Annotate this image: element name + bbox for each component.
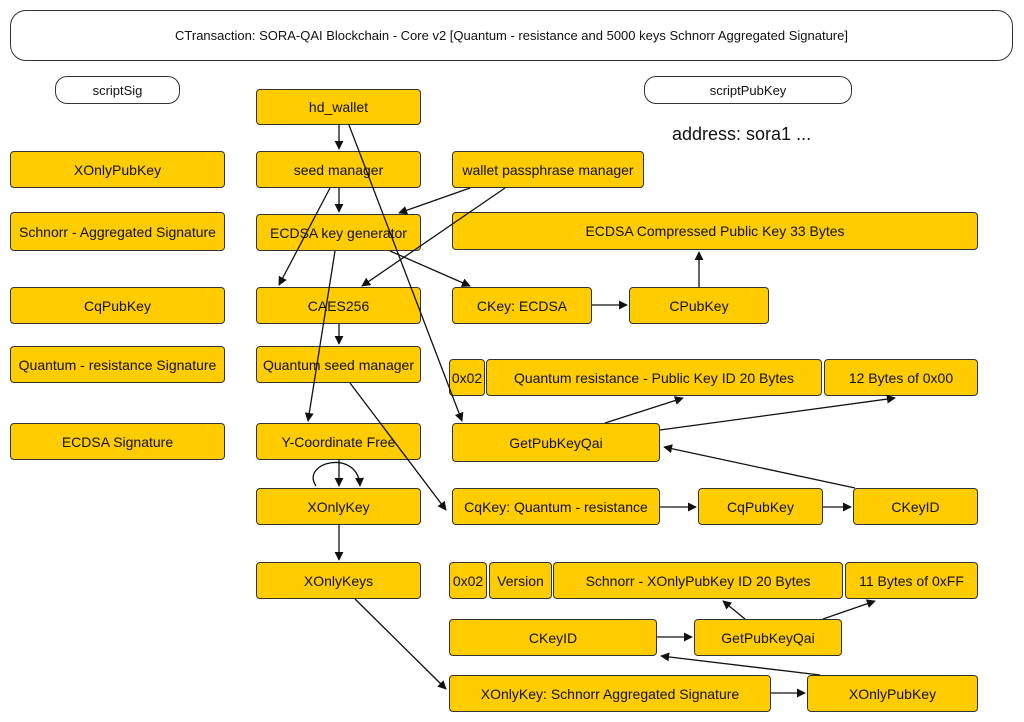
node-ecdsa-key-generator: ECDSA key generator: [256, 214, 421, 251]
edge-ecdsa-ycoordfree: [304, 250, 336, 422]
node-schnorr-ff-bytes: 11 Bytes of 0xFF: [845, 562, 978, 599]
edge-getpubkeyqai-zerobytes: [659, 394, 896, 431]
node-seed-manager: seed manager: [256, 151, 421, 188]
script-pubkey-header: scriptPubKey: [644, 76, 852, 104]
sig-schnorr-aggregated-signature: Schnorr - Aggregated Signature: [10, 212, 225, 251]
edge-getpubkeyqai-qrid: [604, 396, 684, 424]
node-getpubkeyqai-1: GetPubKeyQai: [452, 423, 660, 462]
edge-ckeyid-getpubkeyqai: [663, 444, 856, 489]
edge-quantumseed-cqkey: [349, 382, 447, 511]
node-wallet-passphrase-manager: wallet passphrase manager: [452, 151, 644, 188]
node-xonlykeys: XOnlyKeys: [256, 562, 421, 599]
sig-xonlypubkey: XOnlyPubKey: [10, 151, 225, 188]
node-caes256: CAES256: [256, 287, 421, 324]
edge-passphrase-caes256: [361, 187, 506, 287]
node-xonlykey: XOnlyKey: [256, 488, 421, 525]
node-ckey-ecdsa: CKey: ECDSA: [452, 287, 592, 324]
node-getpubkeyqai-2: GetPubKeyQai: [694, 619, 842, 656]
edge-getpubkeyqai2-ffbytes: [822, 599, 876, 620]
node-xonlykey-schnorr-aggregated: XOnlyKey: Schnorr Aggregated Signature: [449, 675, 771, 712]
sig-ecdsa-signature: ECDSA Signature: [10, 423, 225, 460]
sig-quantum-resistance-signature: Quantum - resistance Signature: [10, 346, 225, 383]
edge-passphrase-ecdsa: [398, 187, 471, 215]
node-schnorr-version: Version: [489, 562, 552, 599]
script-sig-header: scriptSig: [55, 76, 180, 104]
node-cqkey-quantum-resistance: CqKey: Quantum - resistance: [452, 488, 660, 525]
node-qr-zero-bytes: 12 Bytes of 0x00: [824, 359, 978, 396]
node-ckeyid-1: CKeyID: [853, 488, 978, 525]
node-schnorr-prefix: 0x02: [449, 562, 487, 599]
edge-xonlypubkey-ckeyid2: [660, 652, 821, 676]
edge-ecdsa-ckey: [389, 250, 471, 287]
node-cqpubkey: CqPubKey: [698, 488, 823, 525]
diagram-title: CTransaction: SORA-QAI Blockchain - Core…: [10, 10, 1013, 61]
node-xonlypubkey: XOnlyPubKey: [807, 675, 978, 712]
node-qr-public-key-id: Quantum resistance - Public Key ID 20 By…: [486, 359, 822, 396]
node-ecdsa-compressed-public-key: ECDSA Compressed Public Key 33 Bytes: [452, 212, 978, 250]
node-hd-wallet: hd_wallet: [256, 89, 421, 125]
edge-xonlykeys-schnorr: [354, 598, 447, 690]
node-schnorr-xonlypubkey-id: Schnorr - XOnlyPubKey ID 20 Bytes: [553, 562, 843, 599]
node-qr-prefix: 0x02: [449, 359, 485, 396]
edge-getpubkeyqai2-schnorrid: [722, 600, 746, 620]
edge-ycoordfree-loop: [312, 461, 365, 487]
node-quantum-seed-manager: Quantum seed manager: [256, 346, 421, 383]
node-cpubkey: CPubKey: [629, 287, 769, 324]
address-label: address: sora1 ...: [672, 124, 812, 144]
edge-seed-caes256: [278, 187, 331, 286]
sig-cqpubkey: CqPubKey: [10, 287, 225, 324]
edge-hdwallet-getpubkeyqai: [348, 124, 464, 422]
node-ckeyid-2: CKeyID: [449, 619, 657, 656]
